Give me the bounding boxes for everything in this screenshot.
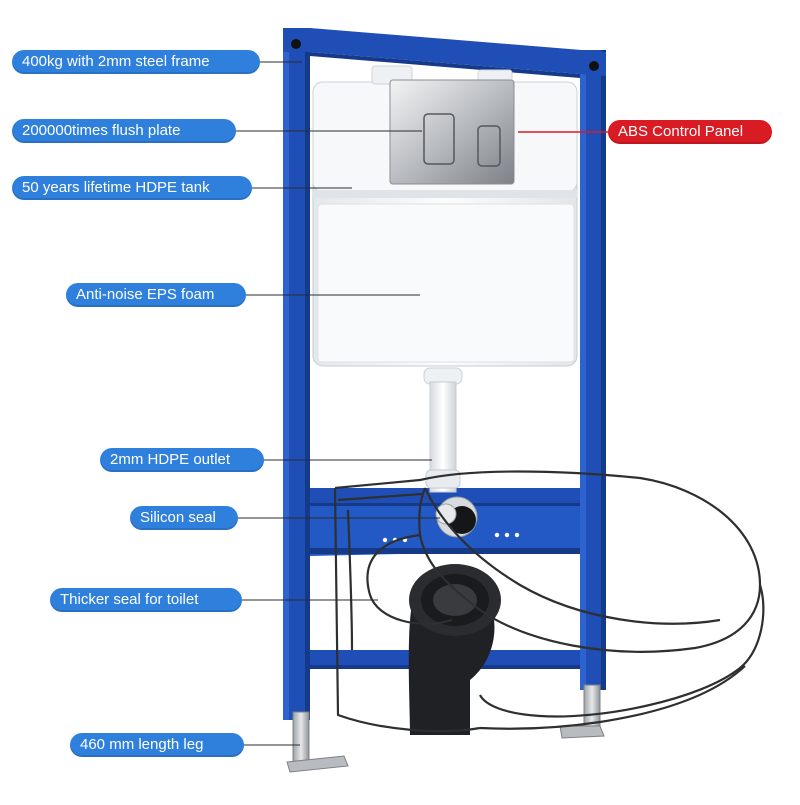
toilet-bowl-outline	[333, 470, 765, 733]
label-steel-frame: 400kg with 2mm steel frame	[12, 50, 260, 74]
label-flush-plate: 200000times flush plate	[12, 119, 236, 143]
label-hdpe-tank: 50 years lifetime HDPE tank	[12, 176, 252, 200]
black-seal-elbow	[408, 496, 501, 735]
label-abs-control-panel: ABS Control Panel	[608, 120, 772, 144]
flush-plate	[389, 79, 515, 185]
label-hdpe-outlet: 2mm HDPE outlet	[100, 448, 264, 472]
label-silicon-seal: Silicon seal	[130, 506, 238, 530]
steel-frame	[283, 28, 606, 720]
label-eps-foam: Anti-noise EPS foam	[66, 283, 246, 307]
label-toilet-seal: Thicker seal for toilet	[50, 588, 242, 612]
adjustable-legs	[286, 684, 605, 773]
callout-lines	[236, 61, 608, 746]
label-leg-length: 460 mm length leg	[70, 733, 244, 757]
